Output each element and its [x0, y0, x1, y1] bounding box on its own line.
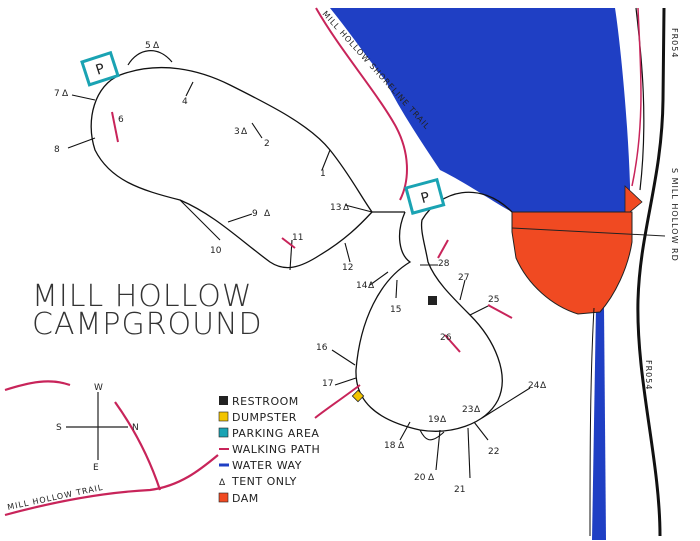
site-26: 26 — [440, 333, 452, 343]
legend-restroom: RESTROOM — [232, 395, 299, 408]
site-28: 28 — [438, 259, 450, 269]
site-19: 19 — [428, 415, 440, 425]
legend-dam: DAM — [232, 492, 259, 505]
svg-text:P: P — [419, 190, 431, 208]
site-8: 8 — [54, 145, 60, 155]
site-14: 14 — [356, 281, 368, 291]
svg-text:Δ: Δ — [398, 441, 405, 451]
site-6: 6 — [118, 115, 124, 125]
site-7: 7 — [54, 89, 60, 99]
svg-text:Δ: Δ — [264, 209, 271, 219]
site-spurs — [67, 81, 531, 479]
shoreline-trail — [315, 7, 408, 201]
site-5-spur — [127, 50, 173, 66]
walking-path-east — [631, 7, 642, 187]
compass-e: E — [93, 463, 99, 473]
site-labels: 1 2 3 4 5 6 7 8 9 10 11 12 13 14 15 16 1… — [54, 41, 540, 495]
dam — [511, 211, 633, 315]
parking-area-south: P — [404, 177, 446, 215]
legend-water-way: WATER WAY — [232, 459, 302, 472]
svg-text:Δ: Δ — [368, 281, 375, 291]
legend-dumpster: DUMPSTER — [232, 411, 297, 424]
site-25: 25 — [488, 295, 499, 305]
legend-parking: PARKING AREA — [232, 427, 319, 440]
svg-text:Δ: Δ — [62, 89, 69, 99]
dumpster-icon — [351, 389, 365, 403]
site-20: 20 — [414, 473, 426, 483]
south-loop-road — [355, 191, 513, 432]
svg-text:Δ: Δ — [153, 41, 160, 51]
compass-rose: W S N E — [56, 383, 139, 473]
walking-path-spurs — [111, 111, 513, 419]
road-south-edge — [589, 307, 595, 537]
site-10: 10 — [210, 246, 222, 256]
water-way-outlet — [592, 306, 606, 540]
site-21: 21 — [454, 485, 465, 495]
site-16: 16 — [316, 343, 328, 353]
site-9: 9 — [252, 209, 258, 219]
site-15: 15 — [390, 305, 401, 315]
svg-text:Δ: Δ — [474, 405, 481, 415]
restroom-icon — [428, 296, 437, 305]
compass-s: S — [56, 423, 62, 433]
road-label-fr054-top: FR054 — [670, 28, 679, 58]
tent-only-icons: Δ Δ Δ Δ Δ Δ Δ Δ Δ Δ Δ — [62, 41, 547, 483]
site-22: 22 — [488, 447, 499, 457]
site-3: 3 — [234, 127, 240, 137]
parking-area-north: P — [80, 50, 120, 87]
site-2: 2 — [264, 139, 270, 149]
legend-tent-icon: Δ — [219, 478, 226, 488]
legend-dam-icon — [218, 492, 229, 503]
site-11: 11 — [292, 233, 303, 243]
svg-text:Δ: Δ — [241, 127, 248, 137]
road-fr054-east — [636, 7, 666, 537]
map-title-line2: CAMPGROUND — [32, 307, 263, 342]
site-17: 17 — [322, 379, 333, 389]
legend-restroom-icon — [219, 396, 228, 405]
site-1: 1 — [320, 169, 326, 179]
mill-hollow-trail — [4, 380, 71, 392]
legend: RESTROOM DUMPSTER PARKING AREA WALKING P… — [218, 395, 320, 505]
site-12: 12 — [342, 263, 353, 273]
legend-dumpster-icon — [218, 411, 229, 422]
site-23: 23 — [462, 405, 473, 415]
svg-text:Δ: Δ — [540, 381, 547, 391]
legend-tent-only: TENT ONLY — [231, 475, 297, 488]
legend-walking-path: WALKING PATH — [232, 443, 320, 456]
road-label-mill-hollow-rd: S MILL HOLLOW RD — [670, 168, 679, 262]
reservoir-water — [330, 8, 630, 212]
site-27: 27 — [458, 273, 469, 283]
svg-text:Δ: Δ — [428, 473, 435, 483]
north-loop-road — [90, 66, 373, 269]
svg-text:Δ: Δ — [343, 203, 350, 213]
site-18: 18 — [384, 441, 396, 451]
dam-arrow — [624, 185, 643, 217]
mill-hollow-trail-spur — [114, 401, 162, 491]
site-5: 5 — [145, 41, 151, 51]
legend-parking-icon — [218, 427, 229, 438]
road-label-fr054-bottom: FR054 — [644, 360, 653, 390]
mill-hollow-trail-main — [4, 454, 219, 517]
svg-text:Δ: Δ — [440, 415, 447, 425]
map-title-line1: MILL HOLLOW — [32, 279, 253, 314]
site-4: 4 — [182, 97, 188, 107]
site-24: 24 — [528, 381, 540, 391]
site-18-spur — [419, 429, 445, 441]
site-13: 13 — [330, 203, 341, 213]
compass-w: W — [94, 383, 103, 393]
compass-n: N — [132, 423, 139, 433]
